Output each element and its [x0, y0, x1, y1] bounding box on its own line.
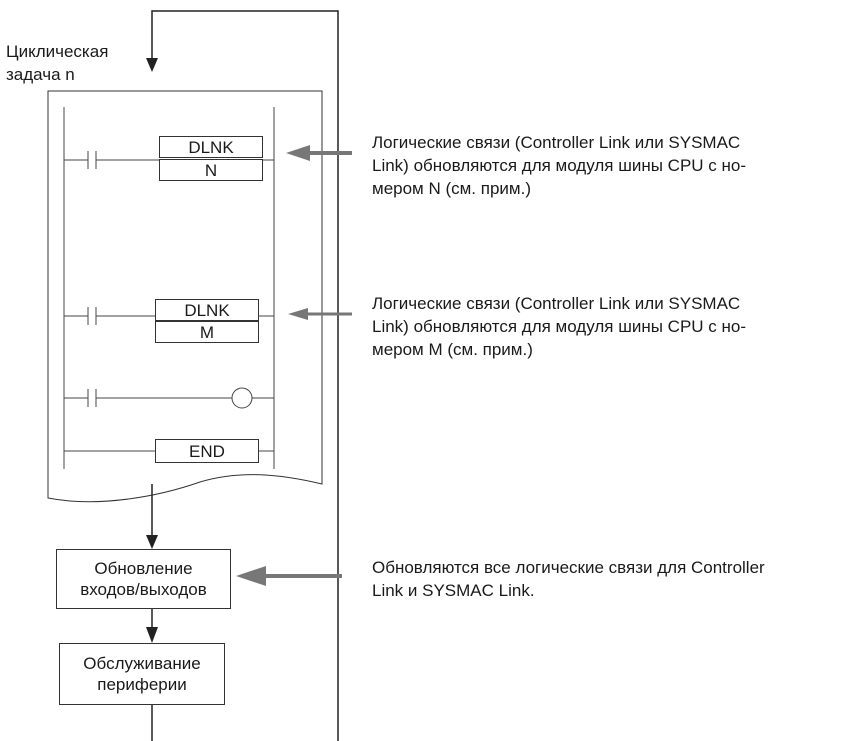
dlnk-m-operand-box: M	[155, 321, 259, 343]
note-dlnk-m: Логические связи (Controller Link или SY…	[372, 294, 747, 359]
rung-3	[64, 387, 274, 409]
end-instruction-box: END	[155, 439, 259, 463]
pointer-arrow-1	[286, 145, 352, 161]
rung-1	[64, 151, 274, 169]
dlnk-m-name-box: DLNK	[155, 299, 259, 321]
output-coil	[231, 387, 253, 409]
io-refresh-block: Обновление входов/выходов	[56, 549, 231, 609]
note-io-refresh: Обновляются все логические связи для Con…	[372, 558, 765, 600]
task-label: Циклическая задача n	[6, 42, 109, 84]
rung-2	[64, 307, 274, 325]
dlnk-n-name-box: DLNK	[159, 136, 263, 158]
pointer-arrow-2	[288, 308, 352, 320]
program-box	[47, 90, 323, 503]
cycle-return-line	[151, 10, 339, 741]
dlnk-n-operand-box: N	[159, 159, 263, 181]
note-dlnk-n: Логические связи (Controller Link или SY…	[372, 133, 747, 198]
pointer-arrow-3	[236, 566, 342, 586]
peripheral-service-block: Обслуживание периферии	[59, 643, 225, 705]
cycle-entry-arrow-head	[146, 58, 158, 72]
